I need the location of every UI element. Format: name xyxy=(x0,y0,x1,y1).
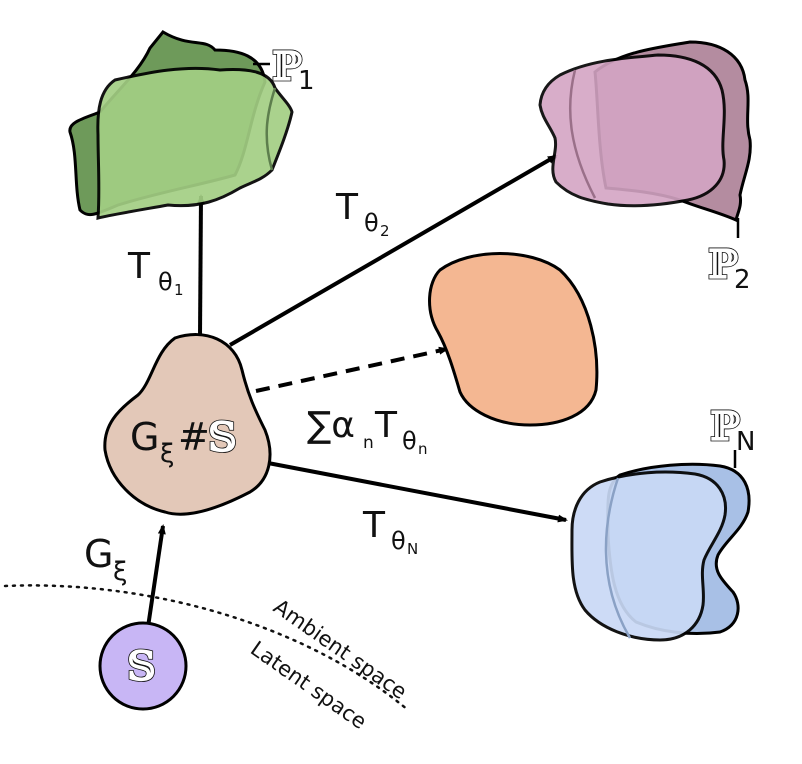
sum-t: T xyxy=(374,405,398,446)
p2-overlap-edge xyxy=(568,69,597,199)
pn-symbol: ℙ xyxy=(710,403,740,450)
center-g: G xyxy=(130,415,159,459)
distribution-p2 xyxy=(538,40,752,238)
center-xi: ξ xyxy=(160,439,175,469)
arrow-center-to-pn xyxy=(267,461,568,523)
sum-theta: θ xyxy=(402,427,417,455)
pn-label: ℙ N xyxy=(709,402,755,457)
latent-set-symbol: 𝕊 xyxy=(127,643,156,690)
p2-label: ℙ 2 xyxy=(707,240,751,295)
p2-front-shape xyxy=(538,53,726,208)
arrow-center-to-mixture xyxy=(255,346,449,393)
g-xi-label: G ξ xyxy=(84,532,128,587)
t1-theta: θ xyxy=(158,268,173,296)
t-theta-n-label: T θ N xyxy=(362,505,418,558)
pn-front-shape xyxy=(570,470,728,642)
distribution-p1 xyxy=(68,30,294,220)
sum-alpha-index: n xyxy=(363,433,374,453)
t2-index: 2 xyxy=(380,222,390,240)
p1-index: 1 xyxy=(298,66,315,96)
mixture-distribution-shape xyxy=(428,252,599,427)
t1-index: 1 xyxy=(174,281,184,299)
latent-distribution-circle xyxy=(98,621,188,711)
p1-symbol: ℙ xyxy=(272,43,302,90)
pushforward-distribution-shape xyxy=(103,333,272,516)
weighted-sum-label: ∑α n T θ n xyxy=(307,405,428,458)
arrow-s-to-center xyxy=(146,524,166,628)
space-divider-curve xyxy=(3,584,410,712)
center-label: G ξ # 𝕊 xyxy=(130,413,238,469)
p2-symbol: ℙ xyxy=(708,241,738,288)
t-theta-1-label: T θ 1 xyxy=(127,246,184,299)
g-label-sub: ξ xyxy=(113,557,128,587)
t2-main: T xyxy=(335,187,359,228)
t2-theta: θ xyxy=(364,209,379,237)
tn-theta: θ xyxy=(391,527,406,555)
sum-theta-index: n xyxy=(418,440,428,458)
arrow-center-to-p1 xyxy=(196,194,205,337)
pn-overlap-edge xyxy=(604,477,632,639)
ambient-space-label: Ambient space xyxy=(269,594,411,704)
tn-main: T xyxy=(362,505,386,546)
center-set-symbol: 𝕊 xyxy=(208,414,237,461)
center-hash: # xyxy=(178,415,210,459)
p1-overlap-edge xyxy=(265,87,277,171)
p1-front-shape xyxy=(96,66,294,220)
tn-index: N xyxy=(407,540,418,558)
p2-index: 2 xyxy=(734,265,751,295)
t1-main: T xyxy=(127,246,151,287)
arrow-center-to-p2 xyxy=(228,154,558,347)
t-theta-2-label: T θ 2 xyxy=(335,187,390,240)
pn-index: N xyxy=(736,427,755,457)
g-label-main: G xyxy=(84,532,113,576)
distribution-pn xyxy=(570,450,751,642)
sum-alpha: ∑α xyxy=(307,405,355,446)
p1-label: ℙ 1 xyxy=(271,42,315,96)
